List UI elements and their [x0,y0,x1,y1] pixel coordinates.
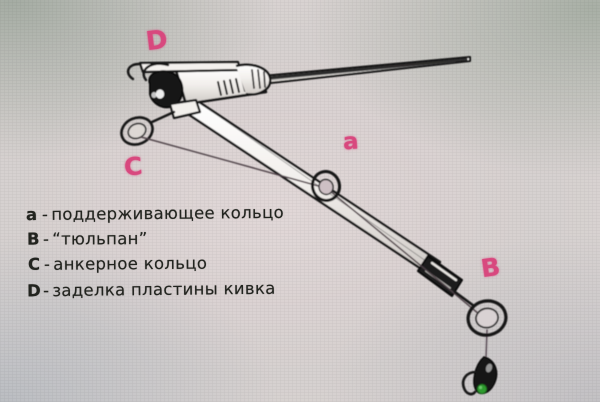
legend-key-c: C [27,254,41,274]
mormyshka-jig [461,356,498,396]
legend-dash-d: - [42,281,50,301]
legend-row-b: B-“тюльпан” [27,225,285,251]
jig-bead [476,383,488,395]
legend-text-c: анкерное кольцо [53,253,208,274]
legend-key-b: B [26,229,40,249]
label-a: a [342,128,360,156]
legend-row-c: C-анкерное кольцо [28,250,286,277]
legend-dash-a: - [41,204,49,224]
legend-dash-c: - [43,254,51,274]
legend-text-a: поддерживающее кольцо [51,202,285,224]
legend-dash-b: - [42,229,50,249]
legend-key-d: D [26,281,42,301]
legend-text-b: “тюльпан” [52,229,148,249]
legend-text-d: заделка пластины кивка [52,278,276,301]
legend-row-a: a-поддерживающее кольцо [26,200,284,227]
legend-row-d: D-заделка пластины кивка [27,276,285,304]
label-B: B [479,251,502,284]
legend-block: a-поддерживающее кольцо B-“тюльпан” C-ан… [26,201,284,301]
rod-shaft [250,55,472,87]
label-D: D [144,24,170,58]
tulip-ring [453,290,508,337]
legend-key-a: a [25,205,38,225]
nod-plate-housing [126,60,272,109]
label-C: C [122,151,144,182]
